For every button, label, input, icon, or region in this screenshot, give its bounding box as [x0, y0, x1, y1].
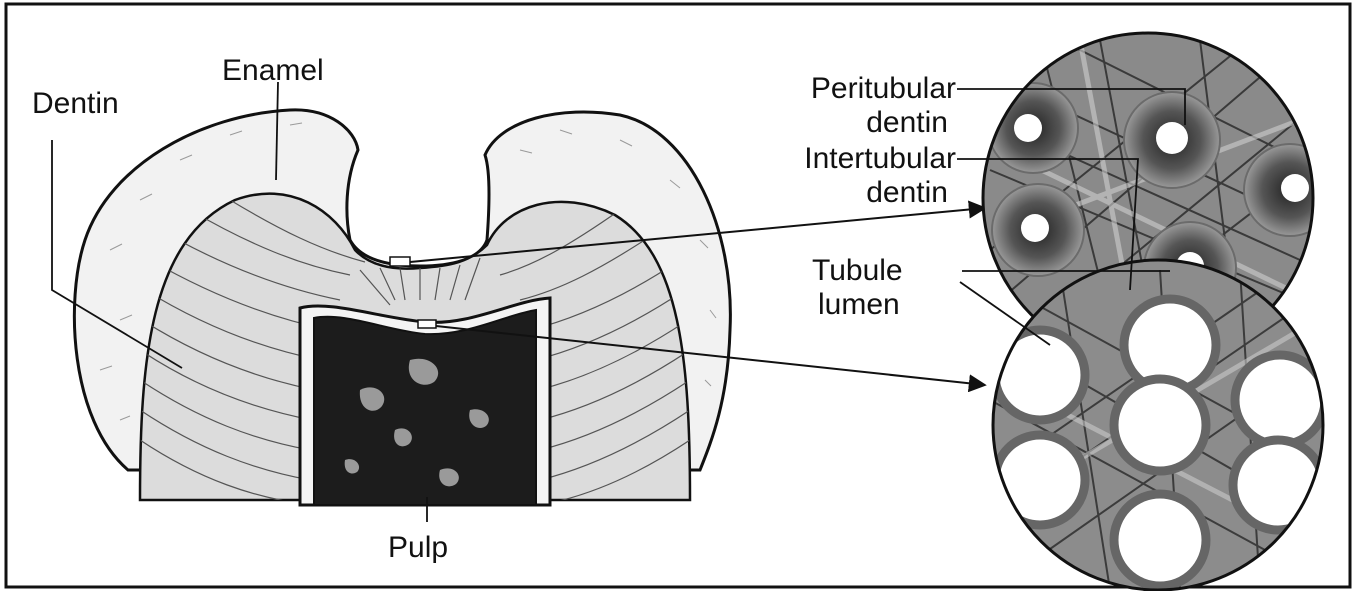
sample-marker-upper: [390, 257, 410, 266]
label-pulp: Pulp: [388, 531, 448, 564]
pulp-chamber: [314, 310, 536, 505]
label-intertubular-line2: dentin: [866, 176, 948, 209]
label-peritubular-line1: Peritubular: [811, 72, 956, 105]
label-tubule-line2: lumen: [818, 288, 900, 321]
label-intertubular-line1: Intertubular: [804, 142, 956, 175]
label-enamel: Enamel: [222, 54, 324, 87]
label-peritubular-line2: dentin: [866, 106, 948, 139]
label-tubule-line1: Tubule: [812, 254, 903, 287]
sample-marker-lower: [418, 320, 436, 328]
label-dentin: Dentin: [32, 87, 119, 120]
lower-magnified-view: [990, 260, 1325, 590]
